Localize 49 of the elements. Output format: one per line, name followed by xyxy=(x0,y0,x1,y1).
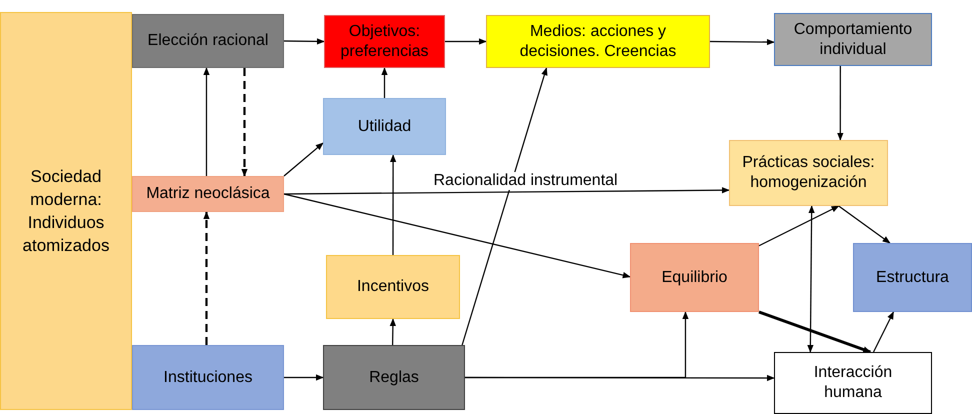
arrow xyxy=(284,142,324,176)
process-box xyxy=(486,15,710,68)
process-box xyxy=(132,176,284,212)
arrow xyxy=(203,211,210,345)
arrow xyxy=(390,318,396,346)
node-text: Sociedad moderna: Individuos atomizados xyxy=(22,166,110,257)
arrow xyxy=(873,311,894,352)
band-box xyxy=(0,12,132,410)
arrow xyxy=(284,193,631,278)
arrow xyxy=(284,374,324,381)
arrow xyxy=(710,38,775,46)
arrow xyxy=(758,205,840,246)
arrow xyxy=(381,67,388,98)
node-text: Instituciones xyxy=(164,368,252,388)
node-text: Reglas xyxy=(369,368,419,388)
arrow xyxy=(465,311,689,378)
process-box xyxy=(630,243,759,312)
process-box xyxy=(326,255,460,319)
node-text: Objetivos: preferencias xyxy=(339,22,430,62)
process-box xyxy=(853,243,972,312)
arrow xyxy=(203,67,210,176)
process-box xyxy=(323,98,446,155)
arrow xyxy=(284,38,325,45)
node-text: Elección racional xyxy=(148,31,268,51)
arrow xyxy=(758,310,872,354)
process-box xyxy=(774,352,932,414)
process-box xyxy=(729,140,888,206)
node-text: Medios: acciones y decisiones. Creencias xyxy=(518,22,678,62)
arrow xyxy=(241,68,248,177)
node-text: Prácticas sociales: homogenización xyxy=(741,153,876,193)
arrow xyxy=(807,205,815,353)
arrow xyxy=(462,67,548,346)
process-box xyxy=(132,14,284,68)
arrow xyxy=(838,206,891,244)
process-box xyxy=(323,345,465,410)
node-text: Interacción humana xyxy=(812,363,894,403)
node-text: Matriz neoclásica xyxy=(146,184,270,204)
process-box xyxy=(774,13,932,66)
arrow xyxy=(445,38,487,45)
process-box xyxy=(132,345,284,410)
arrow xyxy=(837,66,844,141)
node-text: Comportamiento individual xyxy=(792,20,914,60)
node-text: Estructura xyxy=(876,268,949,288)
arrow xyxy=(284,187,730,195)
process-box xyxy=(324,15,445,68)
node-text: Utilidad xyxy=(358,116,412,136)
node-text: Incentivos xyxy=(356,277,430,297)
node-text: Equilibrio xyxy=(662,268,728,288)
arrow xyxy=(390,154,396,255)
